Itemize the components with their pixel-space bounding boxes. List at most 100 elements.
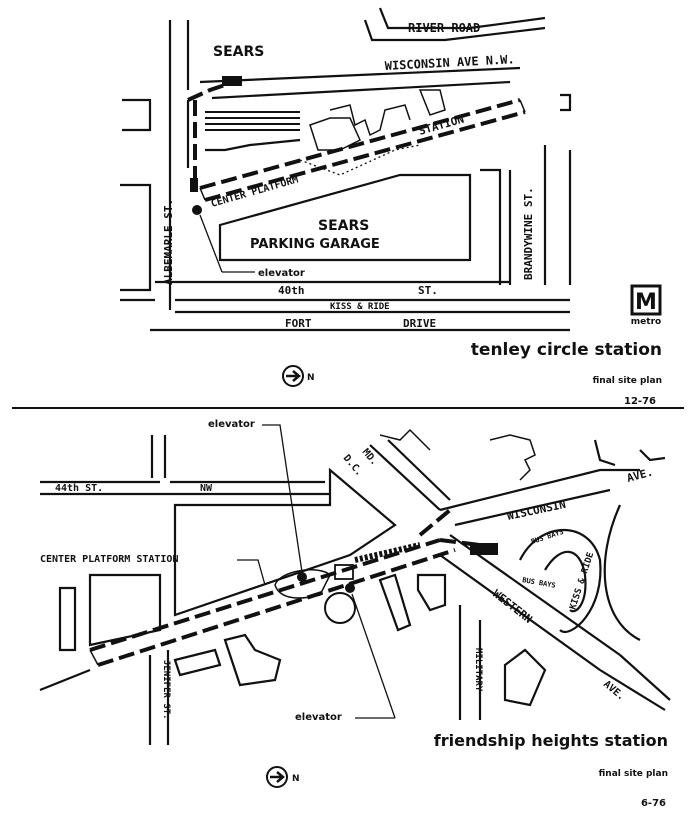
elevator-label-top: elevator: [258, 268, 305, 279]
wisconsin-ave-south-line: [211, 80, 511, 100]
left-block-2: [120, 183, 152, 292]
block-left-2: [88, 573, 162, 647]
center-platform-station-label: CENTER PLATFORM STATION: [40, 554, 178, 565]
platform-outline-south: [204, 110, 526, 202]
north-arrow-circle-top: [282, 365, 304, 387]
albemarle-st-label: ALBEMARLE ST.: [162, 199, 175, 285]
station-walkway-1: [418, 508, 452, 537]
north-label-top: N: [307, 373, 315, 383]
western-ave-line-4: [619, 654, 671, 701]
block-left-1: [58, 586, 77, 652]
building-top-right-2: [593, 439, 616, 467]
elevator-marker-top: [192, 205, 202, 215]
friendship-title: friendship heights station: [434, 731, 668, 750]
tenley-title: tenley circle station: [471, 340, 662, 360]
military-label: MILITARY: [473, 648, 483, 692]
mezzanine-hatch: [354, 542, 421, 563]
sears-parking-label-2: PARKING GARAGE: [250, 237, 380, 252]
elevator-label-bottom: elevator: [295, 712, 342, 723]
44th-st-label: 44th ST.: [55, 483, 103, 494]
drive-label: DRIVE: [403, 317, 436, 330]
platform-end-east: [519, 99, 526, 113]
wisconsin-ave-line-2: [387, 439, 451, 501]
bus-bay-loop-inner: [544, 550, 587, 613]
friendship-date: 6-76: [641, 798, 666, 809]
wisconsin-label: WISCONSIN: [506, 498, 567, 523]
kiss-ride-curve: [603, 504, 641, 641]
north-arrow-icon-bottom: [270, 771, 285, 783]
friendship-subtitle: final site plan: [599, 769, 668, 779]
platform-end-west-2: [89, 649, 99, 666]
western-label: WESTERN: [490, 587, 535, 626]
wisconsin-ave-north-line: [199, 66, 521, 84]
bus-bay-loop-outer: [519, 528, 602, 633]
elevator-leader-bottom: [351, 593, 396, 719]
mezzanine-box: [334, 564, 354, 580]
block-lower-2: [223, 633, 282, 687]
river-road-line-2: [378, 7, 546, 30]
building-top-right-3: [639, 449, 666, 462]
block-right-diamond: [503, 648, 547, 707]
block-mid-1: [378, 573, 412, 632]
small-building: [418, 89, 446, 116]
western-ave-line-3: [599, 669, 666, 711]
road-lower-left: [39, 668, 91, 692]
garage-access: [205, 138, 301, 152]
jenifer-st-label: JENIFER ST.: [161, 660, 171, 720]
north-arrow-circle-bottom: [266, 766, 288, 788]
large-block: [173, 467, 397, 617]
block-mid-2: [416, 573, 447, 612]
friendship-map: elevator MD. D.C. 44th ST. NW AVE. WISCO…: [39, 419, 671, 809]
40th-label: 40th: [278, 284, 305, 297]
bus-bays-label-2: BUS BAYS: [522, 576, 557, 590]
nw-label: NW: [200, 483, 213, 494]
40th-st-suffix-label: ST.: [418, 284, 438, 297]
walkway-stair: [190, 178, 198, 192]
entrance-structure: [309, 117, 361, 151]
platform-end-west: [199, 187, 206, 201]
tenley-subtitle: final site plan: [593, 376, 662, 386]
brandywine-block: [480, 168, 502, 285]
sears-parking-garage: [218, 173, 472, 262]
metro-logo-text: metro: [631, 317, 661, 327]
river-road-label: RIVER ROAD: [408, 21, 480, 35]
wisconsin-ave-line-1: [369, 444, 441, 511]
hatched-crossing: [205, 111, 300, 131]
left-block-1: [122, 98, 152, 132]
sears-access-path: [187, 83, 226, 102]
elevator-leader: [199, 214, 223, 273]
sears-store-marker: [222, 76, 242, 86]
platform-outline-north-2: [89, 538, 441, 652]
bus-bays-label-1: BUS BAYS: [530, 528, 565, 546]
elevator-label-bottom-top: elevator: [208, 419, 255, 430]
mezzanine-oval: [274, 569, 331, 599]
block-lower-1: [173, 648, 222, 677]
wisconsin-ave-label: WISCONSIN AVE N.W.: [384, 52, 515, 73]
right-small-block: [560, 93, 572, 112]
bus-bay-shelter: [470, 543, 498, 555]
circular-structure: [324, 592, 356, 624]
river-road-line: [363, 19, 546, 42]
ave-label-bottom: AVE.: [601, 679, 627, 703]
platform-outline-south-2: [97, 548, 456, 667]
sears-parking-label-1: SEARS: [318, 218, 369, 234]
dc-label: D.C.: [341, 453, 365, 479]
north-label-bottom: N: [292, 774, 300, 784]
tenley-map: RIVER ROAD SEARS WISCONSIN AVE N.W. STAT…: [12, 7, 684, 409]
station-label-leader: [237, 559, 266, 586]
metro-logo-box: [630, 284, 662, 316]
western-ave-line-2: [439, 554, 601, 671]
sears-label: SEARS: [213, 44, 264, 60]
metro-logo-letter: M: [635, 290, 657, 315]
north-arrow-icon-top: [286, 370, 301, 382]
elevator-leader-top: [262, 424, 303, 573]
kiss-ride-label-top: KISS & RIDE: [330, 302, 390, 312]
tenley-date: 12-76: [624, 396, 656, 407]
building-outline-north: [329, 104, 411, 137]
brandywine-st-label: BRANDYWINE ST.: [522, 187, 535, 280]
md-dc-boundary: [379, 428, 431, 451]
platform-outline-north: [199, 98, 521, 190]
ave-label-top: AVE.: [625, 465, 654, 484]
